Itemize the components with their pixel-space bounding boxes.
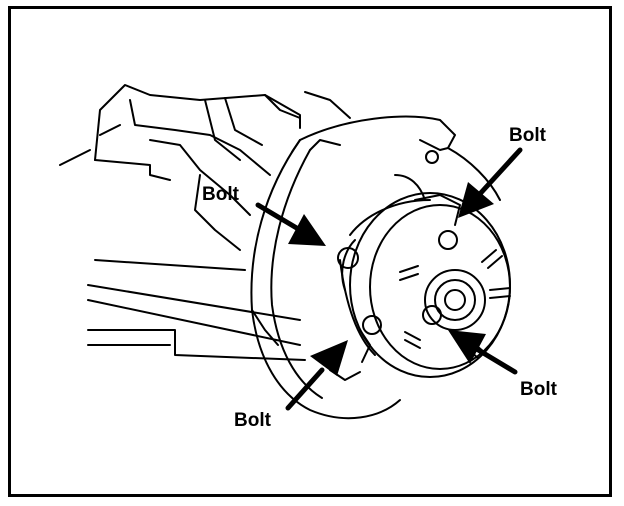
diagram-frame (8, 6, 612, 497)
bolt-label-bottom-left: Bolt (234, 410, 271, 431)
lower-control-arm (87, 259, 306, 361)
bolt-label-left: Bolt (202, 184, 239, 205)
suspension-arm (59, 84, 351, 251)
bolt-label-top-right: Bolt (509, 125, 546, 146)
arrow-top-right (458, 147, 523, 218)
bolt-label-bottom-right: Bolt (520, 379, 557, 400)
backing-plate (250, 115, 501, 420)
arrow-left (255, 202, 326, 246)
arrow-bottom-right (448, 330, 518, 375)
arrow-bottom-left (285, 340, 348, 411)
